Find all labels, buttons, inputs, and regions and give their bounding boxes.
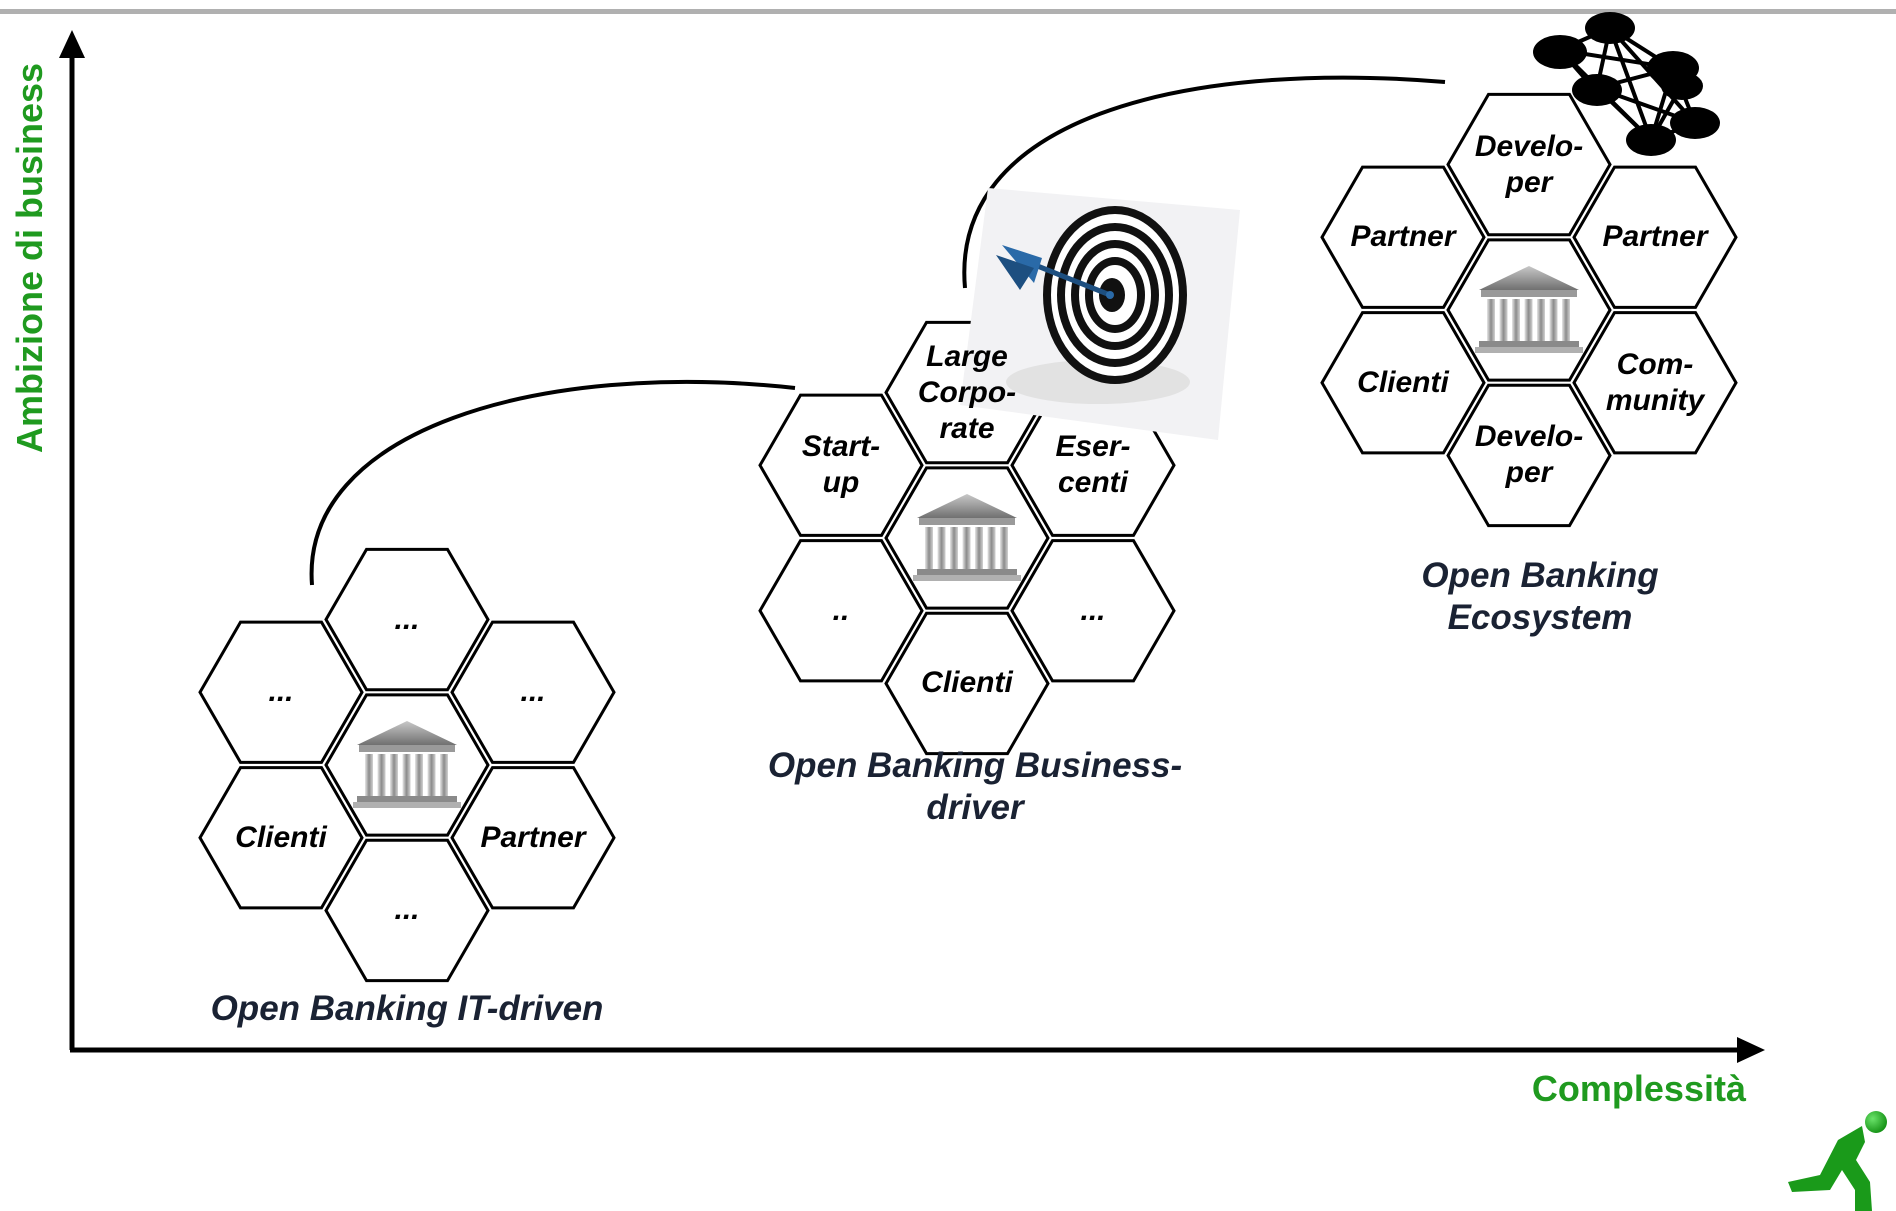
- hexagon: [450, 620, 616, 764]
- hexagon-label: ...: [394, 602, 420, 636]
- y-axis-label: Ambizione di business: [9, 62, 50, 454]
- hexagon: [758, 393, 924, 537]
- hexagon: [324, 547, 490, 692]
- hexagon: [758, 539, 924, 683]
- bank-icon: [1475, 266, 1583, 353]
- hexagon: [450, 766, 616, 910]
- hexagon-label: Clienti: [235, 820, 327, 854]
- hexagon-label: Large Corpo- rate: [917, 339, 1017, 445]
- hexagon-label: ...: [520, 675, 546, 709]
- hexagon-label: Com- munity: [1605, 347, 1705, 417]
- y-axis: [59, 30, 85, 1050]
- bank-icon: [913, 494, 1021, 581]
- hexagon: [198, 620, 364, 764]
- hexagon-layer: [198, 92, 1738, 983]
- hexagon: [884, 611, 1050, 756]
- network-graph-icon: [1533, 12, 1720, 156]
- hexagon-label: Eser- centi: [1055, 430, 1131, 500]
- cluster-title: Open Banking Business- driver: [767, 746, 1183, 827]
- arc-it-to-business: [309, 379, 796, 586]
- hexagon-label: Develo- per: [1474, 420, 1584, 490]
- hexagon-label: ...: [1080, 593, 1106, 627]
- hexagon-label: Develo- per: [1474, 129, 1584, 199]
- hexagon: [1320, 311, 1486, 455]
- hexagon-label: Partner: [1602, 220, 1708, 254]
- x-axis: [70, 1037, 1765, 1063]
- hexagon: [1572, 165, 1738, 309]
- x-axis-label: Complessità: [1531, 1068, 1746, 1109]
- arc-business-to-ecosystem: [962, 75, 1446, 289]
- hexagon: [1446, 92, 1612, 237]
- hexagon: [198, 766, 364, 910]
- hexagon-label: Clienti: [1357, 365, 1449, 399]
- runner-logo-icon: [1788, 1111, 1887, 1211]
- bank-icon: [353, 721, 461, 808]
- hexagon: [1010, 539, 1176, 683]
- hexagon-label: ...: [268, 675, 294, 709]
- dart-target-icon: [960, 188, 1240, 440]
- hexagon: [1446, 383, 1612, 528]
- cluster-title: Open Banking IT-driven: [210, 989, 604, 1028]
- hexagon-label: ...: [394, 893, 420, 927]
- cluster-title: Open Banking Ecosystem: [1421, 556, 1659, 637]
- hexagon-label: Start- up: [801, 430, 881, 500]
- hexagon: [1572, 311, 1738, 455]
- top-rule: [0, 9, 1896, 14]
- hexagon-label: Clienti: [921, 666, 1013, 700]
- hexagon-label: ..: [832, 593, 850, 627]
- hexagon-label: Partner: [1350, 220, 1456, 254]
- hexagon-label: Partner: [480, 820, 586, 854]
- hexagon: [1320, 165, 1486, 309]
- hexagon: [324, 838, 490, 983]
